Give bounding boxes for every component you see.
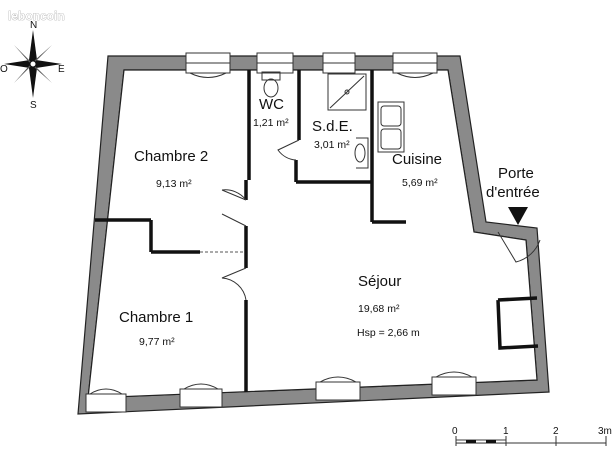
- window-top-4: [392, 52, 438, 78]
- compass-n: N: [30, 20, 37, 31]
- sejour-name: Séjour: [358, 273, 401, 290]
- entrance-arrow-icon: [508, 207, 528, 225]
- watermark-logo: leboncoin: [8, 9, 65, 23]
- sejour-area: 19,68 m²: [358, 303, 400, 315]
- compass-icon: N E S O: [0, 20, 65, 111]
- chambre1-name: Chambre 1: [119, 309, 193, 326]
- door-entrance: [497, 231, 541, 263]
- cuisine-name: Cuisine: [392, 151, 442, 168]
- door-chambre1: [221, 267, 247, 301]
- interior-walls: [95, 70, 539, 392]
- sde-area: 3,01 m²: [314, 139, 350, 151]
- compass-e: E: [58, 64, 65, 75]
- wc-area: 1,21 m²: [253, 117, 289, 129]
- scale-bar: 0 1 2 3m: [452, 426, 612, 446]
- chambre2-area: 9,13 m²: [156, 178, 192, 190]
- window-top-1: [185, 52, 231, 78]
- window-bottom-3: [315, 376, 361, 401]
- scale-label-0: 0: [452, 426, 458, 437]
- window-bottom-2: [179, 383, 223, 408]
- sink-fixture: [354, 137, 369, 169]
- window-top-3: [322, 52, 356, 74]
- toilet-fixture: [261, 71, 281, 98]
- window-bottom-4: [431, 371, 477, 396]
- entrance-label-line1: Porte: [498, 165, 534, 182]
- shower-fixture: [327, 73, 367, 111]
- wc-name: WC: [259, 96, 284, 113]
- scale-label-2: 2: [553, 426, 559, 437]
- window-top-2: [256, 52, 294, 74]
- kitchen-sink: [377, 101, 405, 153]
- compass-w: O: [0, 64, 8, 75]
- cuisine-area: 5,69 m²: [402, 177, 438, 189]
- scale-label-3: 3m: [598, 426, 612, 437]
- scale-label-1: 1: [503, 426, 509, 437]
- chambre2-name: Chambre 2: [134, 148, 208, 165]
- window-bottom-1: [85, 388, 127, 413]
- sejour-height: Hsp = 2,66 m: [357, 327, 420, 339]
- sde-name: S.d.E.: [312, 118, 353, 135]
- chambre1-area: 9,77 m²: [139, 336, 175, 348]
- compass-s: S: [30, 100, 37, 111]
- entrance-label-line2: d'entrée: [486, 184, 540, 201]
- door-wc: [277, 139, 300, 161]
- door-chambre2: [221, 189, 247, 227]
